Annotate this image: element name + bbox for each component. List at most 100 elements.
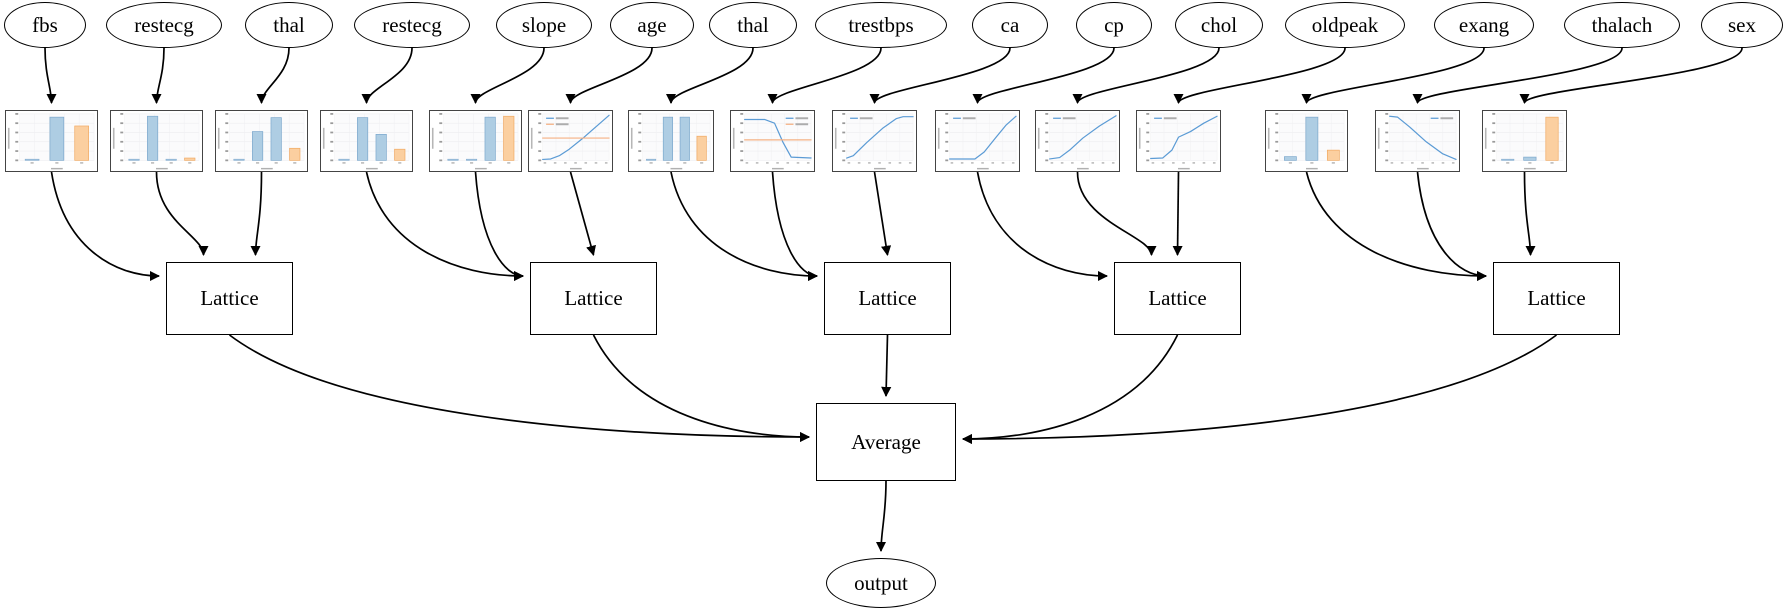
- input-node-label: thal: [737, 12, 769, 37]
- edge-ca-to-cal_ca: [869, 47, 1011, 105]
- edge-cal_fbs-to-lattice_1: [50, 171, 161, 282]
- edge-cal_restecg_1-to-lattice_1: [155, 171, 209, 257]
- edge-cp-to-cal_cp: [972, 47, 1115, 105]
- input-node-thal_1[interactable]: thal: [245, 2, 333, 48]
- input-node-label: thal: [273, 12, 305, 37]
- plot-canvas: [937, 113, 1017, 170]
- calibrator-plot-age[interactable]: [528, 110, 613, 172]
- plot-canvas: [1037, 113, 1117, 170]
- calibrator-plot-chol[interactable]: [1035, 110, 1120, 172]
- input-node-label: restecg: [134, 12, 194, 37]
- edge-cal_thalach-to-lattice_5: [1416, 171, 1488, 282]
- input-node-ca[interactable]: ca: [972, 2, 1048, 48]
- calibrator-plot-sex[interactable]: [1482, 110, 1567, 172]
- edge-cal_cp-to-lattice_4: [976, 171, 1109, 282]
- lattice-node-3[interactable]: Lattice: [824, 262, 951, 335]
- input-node-fbs[interactable]: fbs: [4, 2, 86, 48]
- input-node-thal_2[interactable]: thal: [709, 2, 797, 48]
- edge-cal_chol-to-lattice_4: [1076, 171, 1157, 257]
- lattice-node-1[interactable]: Lattice: [166, 262, 293, 335]
- edge-lattice_5-to-average: [961, 334, 1558, 445]
- calibrator-plot-fbs[interactable]: [5, 110, 98, 172]
- input-node-label: restecg: [382, 12, 442, 37]
- calibrator-plot-thal[interactable]: [628, 110, 714, 172]
- input-node-trestbps[interactable]: trestbps: [815, 2, 947, 48]
- plot-canvas: [1377, 113, 1457, 170]
- edge-cal_restecg_2-to-lattice_2: [365, 171, 525, 282]
- lattice-node-label: Lattice: [564, 286, 623, 310]
- input-node-cp[interactable]: cp: [1076, 2, 1152, 48]
- input-node-slope[interactable]: slope: [496, 2, 592, 48]
- plot-canvas: [1484, 113, 1564, 170]
- edge-cal_ca-to-lattice_3: [873, 171, 892, 257]
- edge-thal_1-to-cal_thal_1: [256, 47, 290, 105]
- edge-oldpeak-to-cal_oldpeak: [1173, 47, 1346, 105]
- edge-fbs-to-cal_fbs: [44, 47, 57, 105]
- average-node[interactable]: Average: [816, 403, 956, 481]
- input-node-thalach[interactable]: thalach: [1564, 2, 1680, 48]
- edge-lattice_4-to-average: [961, 334, 1179, 445]
- edge-lattice_2-to-average: [592, 334, 811, 443]
- input-node-oldpeak[interactable]: oldpeak: [1285, 2, 1405, 48]
- edge-slope-to-cal_slope: [470, 47, 545, 105]
- lattice-node-label: Lattice: [200, 286, 259, 310]
- calibrator-plot-thal[interactable]: [215, 110, 308, 172]
- input-node-label: ca: [1000, 12, 1020, 37]
- edge-cal_age-to-lattice_2: [569, 171, 596, 256]
- input-node-label: slope: [521, 12, 567, 37]
- edge-lattice_1-to-average: [228, 334, 811, 443]
- plot-canvas: [7, 113, 95, 170]
- input-node-label: chol: [1200, 12, 1238, 37]
- lattice-node-5[interactable]: Lattice: [1493, 262, 1620, 335]
- plot-canvas: [732, 113, 812, 170]
- input-node-exang[interactable]: exang: [1434, 2, 1534, 48]
- input-node-label: trestbps: [848, 12, 914, 37]
- edge-chol-to-cal_chol: [1072, 47, 1220, 105]
- edge-exang-to-cal_exang: [1301, 47, 1485, 105]
- calibrator-plot-trestbps[interactable]: [730, 110, 815, 172]
- input-node-label: fbs: [32, 12, 58, 37]
- lattice-node-4[interactable]: Lattice: [1114, 262, 1241, 335]
- calibrator-plot-thalach[interactable]: [1375, 110, 1460, 172]
- edge-cal_exang-to-lattice_5: [1305, 171, 1488, 282]
- input-node-sex[interactable]: sex: [1701, 2, 1783, 48]
- lattice-node-label: Lattice: [858, 286, 917, 310]
- input-node-age[interactable]: age: [610, 2, 694, 48]
- edge-cal_thal_2-to-lattice_3: [670, 171, 819, 282]
- edge-average-to-output: [875, 480, 887, 553]
- input-node-restecg_1[interactable]: restecg: [106, 2, 222, 48]
- plot-canvas: [630, 113, 711, 170]
- calibrator-plot-restecg[interactable]: [320, 110, 413, 172]
- edge-cal_trestbps-to-lattice_3: [771, 171, 819, 282]
- plot-canvas: [112, 113, 200, 170]
- output-node-label: output: [854, 570, 908, 595]
- plot-canvas: [322, 113, 410, 170]
- output-node[interactable]: output: [826, 558, 936, 608]
- edge-cal_slope-to-lattice_2: [474, 171, 525, 282]
- calibrator-plot-oldpeak[interactable]: [1136, 110, 1221, 172]
- calibrator-plot-exang[interactable]: [1265, 110, 1348, 172]
- edge-cal_oldpeak-to-lattice_4: [1172, 171, 1183, 257]
- lattice-node-2[interactable]: Lattice: [530, 262, 657, 335]
- input-node-label: sex: [1728, 12, 1756, 37]
- lattice-node-label: Lattice: [1527, 286, 1586, 310]
- edge-sex-to-cal_sex: [1519, 47, 1743, 105]
- plot-canvas: [530, 113, 610, 170]
- calibrator-plot-ca[interactable]: [832, 110, 917, 172]
- average-node-label: Average: [851, 429, 921, 454]
- input-node-label: cp: [1104, 12, 1124, 37]
- calibrator-plot-restecg[interactable]: [110, 110, 203, 172]
- plot-canvas: [834, 113, 914, 170]
- edge-restecg_2-to-cal_restecg_2: [361, 47, 413, 105]
- plot-canvas: [431, 113, 519, 170]
- input-node-restecg_2[interactable]: restecg: [354, 2, 470, 48]
- input-node-chol[interactable]: chol: [1175, 2, 1263, 48]
- calibrator-plot-slope[interactable]: [429, 110, 522, 172]
- input-node-label: age: [637, 12, 667, 37]
- input-node-label: exang: [1458, 12, 1510, 37]
- edge-restecg_1-to-cal_restecg_1: [151, 47, 165, 105]
- edge-trestbps-to-cal_trestbps: [767, 47, 882, 105]
- edge-cal_sex-to-lattice_5: [1523, 171, 1536, 257]
- calibrator-plot-cp[interactable]: [935, 110, 1020, 172]
